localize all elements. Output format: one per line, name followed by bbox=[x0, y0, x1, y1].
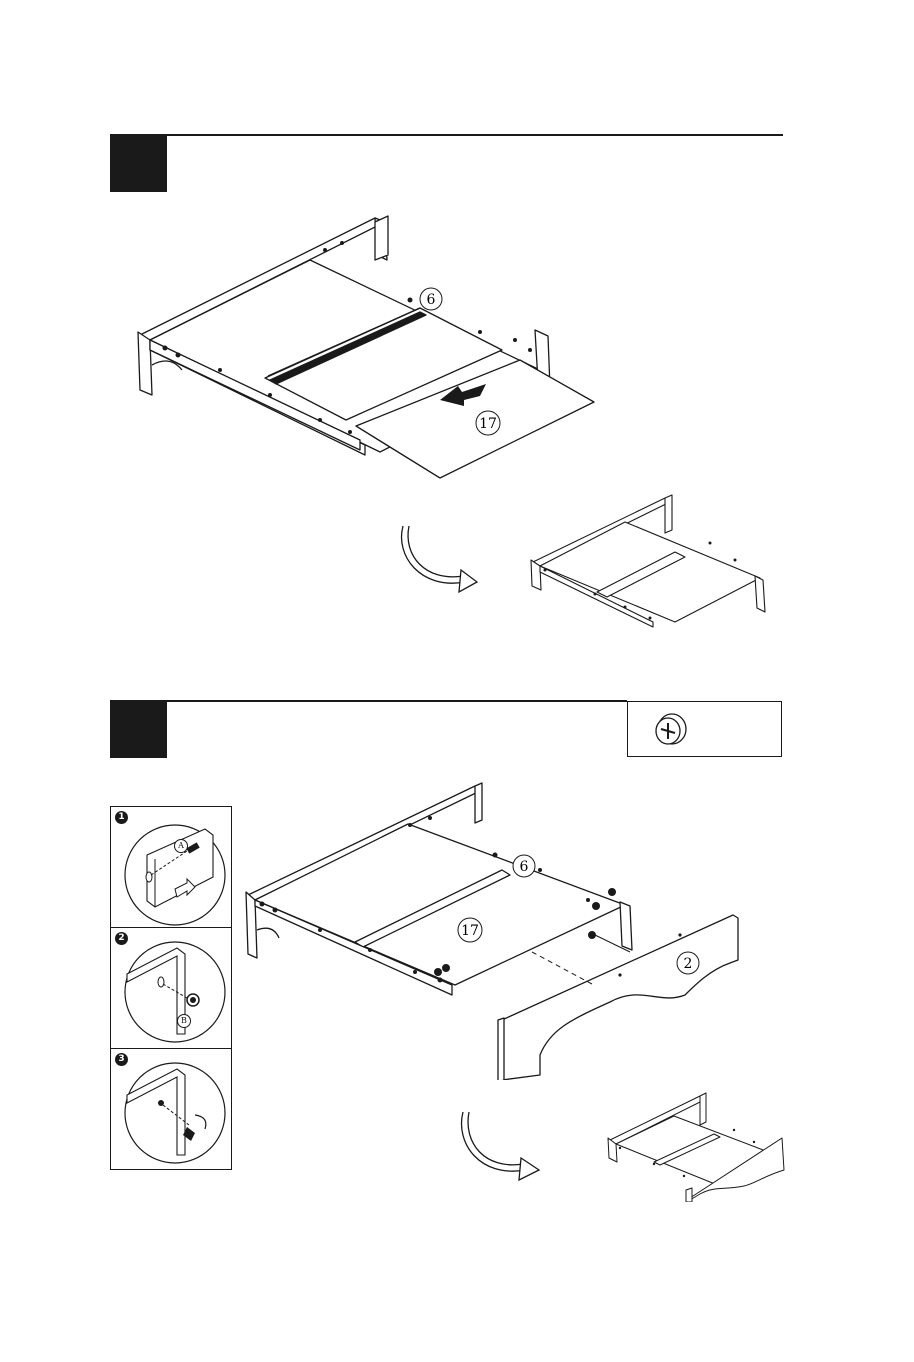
step-1-header-rule bbox=[110, 134, 783, 136]
svg-text:17: 17 bbox=[461, 923, 479, 939]
inset-part-label-A: A bbox=[174, 839, 188, 853]
step-2-result-arrow-icon bbox=[455, 1108, 547, 1188]
inset-part-label-B: B bbox=[177, 1014, 191, 1028]
part-label-17: 17 bbox=[458, 918, 482, 942]
detail-inset-3: 3 bbox=[111, 1049, 231, 1170]
step-2-number-block bbox=[110, 701, 167, 758]
insert-cam-lock-detail bbox=[117, 934, 227, 1046]
part-label-2: 2 bbox=[677, 952, 699, 974]
step-2-main-illustration: 6 17 2 bbox=[240, 780, 760, 1080]
insert-dowel-detail bbox=[117, 817, 227, 927]
step-1-main-illustration: 6 17 bbox=[120, 200, 620, 500]
svg-text:17: 17 bbox=[479, 416, 497, 432]
step-2-header-rule bbox=[110, 700, 627, 702]
svg-text:6: 6 bbox=[520, 859, 529, 875]
cam-lock-screw-icon bbox=[648, 709, 692, 749]
detail-inset-1: 1 A bbox=[111, 807, 231, 928]
detail-insets-column: 1 A 2 B 3 bbox=[110, 806, 232, 1170]
part-label-6: 6 bbox=[420, 288, 442, 310]
part-label-6: 6 bbox=[513, 855, 535, 877]
svg-text:6: 6 bbox=[427, 292, 436, 308]
detail-inset-2: 2 B bbox=[111, 928, 231, 1049]
step-1-result-arrow-icon bbox=[395, 520, 485, 600]
hardware-box bbox=[627, 701, 782, 757]
step-2-result-illustration bbox=[604, 1090, 789, 1202]
svg-text:2: 2 bbox=[684, 956, 693, 972]
step-1-number-block bbox=[110, 135, 167, 192]
step-1-result-illustration bbox=[525, 490, 775, 630]
part-label-17: 17 bbox=[476, 411, 500, 435]
tighten-screwdriver-detail bbox=[117, 1055, 227, 1167]
